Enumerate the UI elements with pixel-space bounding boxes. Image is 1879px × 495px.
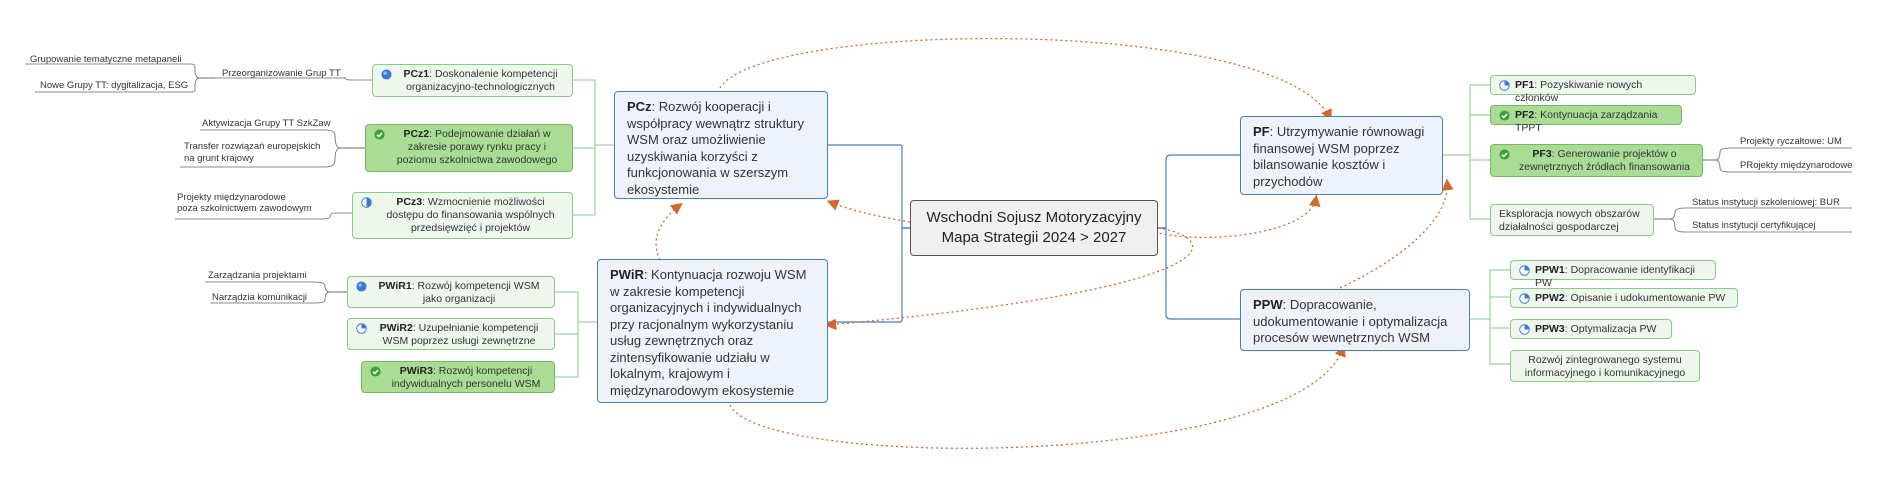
leaf-pcz3-a2[interactable]: poza szkolnictwem zawodowym [177, 203, 312, 214]
subtopic-code: PWiR2 [379, 322, 413, 334]
progress-quarter-icon [1519, 265, 1530, 276]
central-topic[interactable]: Wschodni Sojusz Motoryzacyjny Mapa Strat… [910, 200, 1158, 256]
subtopic-code: PF2 [1515, 109, 1535, 121]
subtopic-pf4[interactable]: Eksploracja nowych obszarów działalności… [1490, 204, 1654, 236]
progress-quarter-icon [1519, 324, 1530, 335]
leaf-pcz2-b2[interactable]: na grunt krajowy [184, 153, 254, 164]
progress-half-icon [361, 197, 372, 208]
topic-pwir[interactable]: PWiR: Kontynuacja rozwoju WSM w zakresie… [597, 259, 828, 403]
leaf-pcz3-a1[interactable]: Projekty międzynarodowe [177, 192, 286, 203]
leaf-connectors [25, 63, 1852, 304]
topic-code: PCz [627, 99, 652, 114]
topic-ppw[interactable]: PPW: Dopracowanie, udokumentowanie i opt… [1240, 289, 1470, 351]
subtopic-code: PCz1 [403, 68, 430, 80]
leaf-pf4-a[interactable]: Status instytucji szkoleniowej: BUR [1692, 197, 1840, 208]
leaf-pcz1-a[interactable]: Przeorganizowanie Grup TT [222, 68, 341, 79]
subtopic-pcz2[interactable]: PCz2: Podejmowanie działań w zakresie po… [365, 124, 573, 172]
leaf-pcz1-a1[interactable]: Grupowanie tematyczne metapaneli [30, 54, 182, 65]
progress-full-icon [381, 69, 392, 80]
topic-code: PPW [1253, 297, 1283, 312]
topic-text: : Rozwój kooperacji i współpracy wewnątr… [627, 99, 804, 197]
leaf-pcz2-b1[interactable]: Transfer rozwiązań europejskich [184, 141, 321, 152]
subtopic-code: PPW3 [1535, 323, 1565, 335]
check-icon [370, 366, 381, 377]
progress-full-icon [356, 281, 367, 292]
subtopic-code: PCz3 [396, 196, 423, 208]
subtopic-pf1[interactable]: PF1: Pozyskiwanie nowych członków [1490, 75, 1696, 104]
central-topic-line-2: Mapa Strategii 2024 > 2027 [941, 229, 1127, 246]
leaf-pwir1-b[interactable]: Narządzia komunikacji [212, 292, 308, 303]
topic-text: : Dopracowanie, udokumentowanie i optyma… [1253, 297, 1448, 345]
subtopic-text: : Uzupełnianie kompetencji WSM poprzez u… [382, 322, 539, 347]
subtopic-connectors [555, 79, 1510, 378]
subtopic-pcz1[interactable]: PCz1: Doskonalenie kompetencji organizac… [372, 64, 573, 97]
subtopic-code: PWiR3 [399, 365, 433, 377]
topic-code: PF [1253, 124, 1270, 139]
leaf-pcz1-a2[interactable]: Nowe Grupy TT: dygitalizacja, ESG [40, 80, 189, 91]
subtopic-pcz3[interactable]: PCz3: Wzmocnienie możliwości dostępu do … [352, 192, 573, 239]
progress-quarter-icon [356, 323, 367, 334]
leaf-pf4-b[interactable]: Status instytucji certyfikującej [1692, 220, 1816, 231]
subtopic-ppw3[interactable]: PPW3: Optymalizacja PW [1510, 319, 1672, 339]
progress-quarter-icon [1519, 293, 1530, 304]
subtopic-code: PF3 [1532, 148, 1552, 160]
subtopic-code: PCz2 [403, 128, 430, 140]
topic-text: : Utrzymywanie równowagi finansowej WSM … [1253, 124, 1425, 189]
check-icon [1499, 149, 1510, 160]
subtopic-ppw2[interactable]: PPW2: Opisanie i udokumentowanie PW [1510, 288, 1738, 308]
check-icon [374, 129, 385, 140]
subtopic-pwir3[interactable]: PWiR3: Rozwój kompetencji indywidualnych… [361, 361, 555, 393]
subtopic-ppw1[interactable]: PPW1: Dopracowanie identyfikacji PW [1510, 260, 1716, 289]
subtopic-code: PPW2 [1535, 292, 1565, 304]
subtopic-text: Rozwój zintegrowanego systemu informacyj… [1524, 354, 1686, 379]
subtopic-text: : Opisanie i udokumentowanie PW [1564, 292, 1726, 304]
subtopic-text: Eksploracja nowych obszarów działalności… [1499, 208, 1640, 233]
leaf-pf3-b[interactable]: PRojekty międzynarodowe [1740, 160, 1853, 171]
subtopic-text: : Podejmowanie działań w zakresie porawy… [396, 128, 558, 166]
subtopic-text: : Optymalizacja PW [1564, 323, 1657, 335]
subtopic-code: PWiR1 [378, 280, 412, 292]
leaf-pcz2-a[interactable]: Aktywizacja Grupy TT SzkZaw [202, 118, 331, 129]
subtopic-code: PF1 [1515, 79, 1535, 91]
topic-connectors [828, 144, 1240, 323]
leaf-pwir1-a[interactable]: Zarządzania projektami [208, 270, 307, 281]
subtopic-text: : Pozyskiwanie nowych członków [1515, 79, 1643, 104]
progress-quarter-icon [1499, 80, 1510, 91]
subtopic-text: : Doskonalenie kompetencji organizacyjno… [406, 68, 558, 93]
subtopic-text: : Rozwój kompetencji WSM jako organizacj… [411, 280, 540, 305]
subtopic-text: : Generowanie projektów o zewnętrznych ź… [1518, 148, 1690, 173]
subtopic-text: : Wzmocnienie możliwości dostępu do fina… [386, 196, 555, 234]
topic-pf[interactable]: PF: Utrzymywanie równowagi finansowej WS… [1240, 116, 1443, 195]
subtopic-text: : Dopracowanie identyfikacji PW [1535, 264, 1695, 289]
subtopic-ppw4[interactable]: Rozwój zintegrowanego systemu informacyj… [1510, 350, 1700, 382]
topic-pcz[interactable]: PCz: Rozwój kooperacji i współpracy wewn… [614, 91, 828, 199]
subtopic-pwir2[interactable]: PWiR2: Uzupełnianie kompetencji WSM popr… [347, 318, 555, 350]
subtopic-code: PPW1 [1535, 264, 1565, 276]
leaf-pf3-a[interactable]: Projekty ryczałtowe: UM [1740, 136, 1842, 147]
central-topic-line-1: Wschodni Sojusz Motoryzacyjny [926, 209, 1142, 226]
topic-code: PWiR [610, 267, 644, 282]
subtopic-pf3[interactable]: PF3: Generowanie projektów o zewnętrznyc… [1490, 144, 1703, 177]
subtopic-text: : Rozwój kompetencji indywidualnych pers… [391, 365, 541, 390]
subtopic-pf2[interactable]: PF2: Kontynuacja zarządzania TPPT [1490, 105, 1682, 134]
subtopic-text: : Kontynuacja zarządzania TPPT [1515, 109, 1658, 134]
check-icon [1499, 110, 1510, 121]
subtopic-pwir1[interactable]: PWiR1: Rozwój kompetencji WSM jako organ… [347, 276, 555, 308]
relationship-arrows [655, 37, 1454, 449]
topic-text: : Kontynuacja rozwoju WSM w zakresie kom… [610, 267, 807, 398]
